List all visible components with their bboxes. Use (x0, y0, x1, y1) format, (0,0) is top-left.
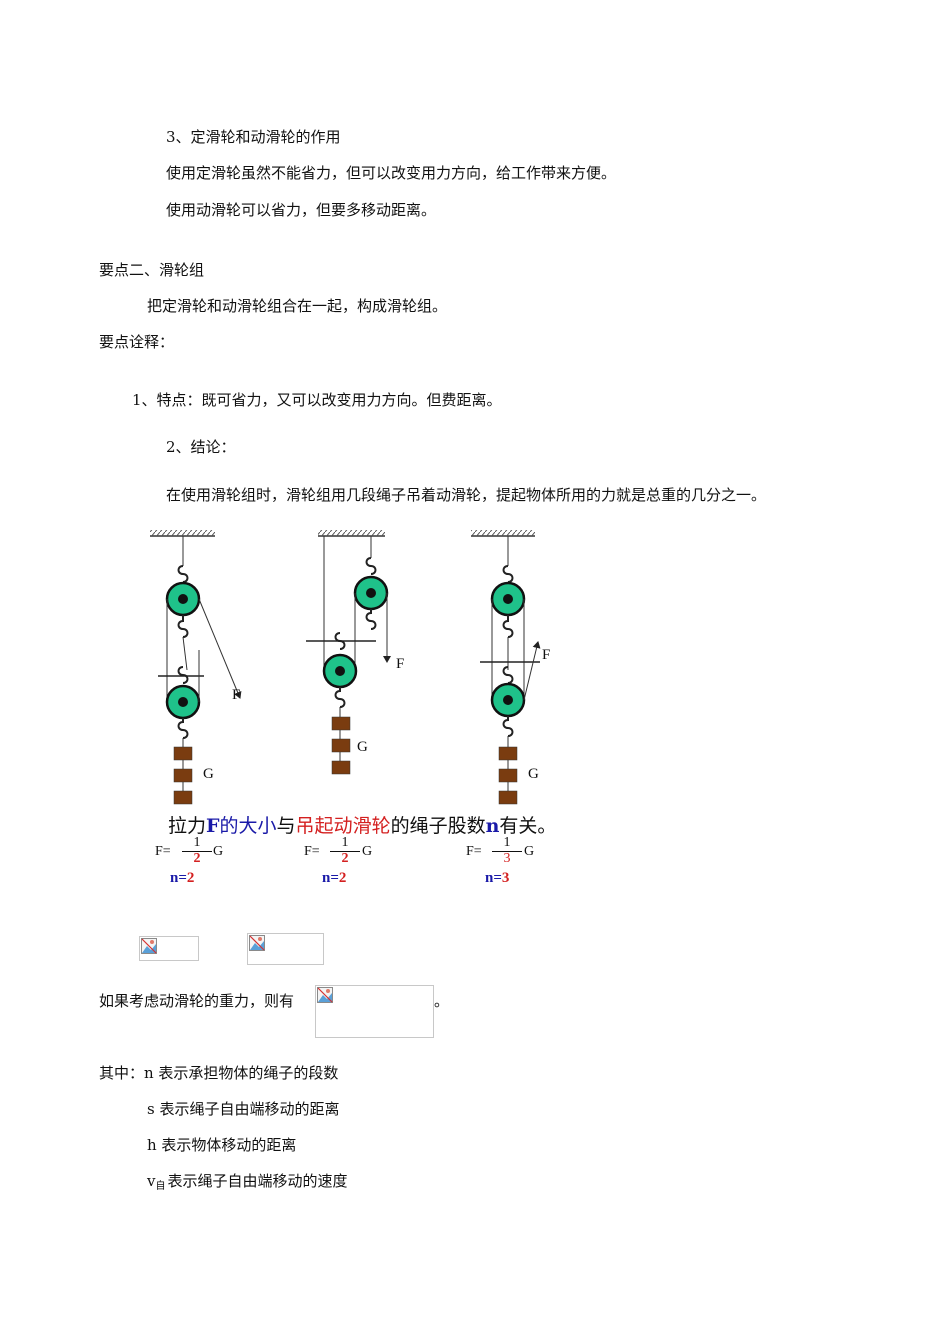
weight-block (498, 790, 518, 805)
pulley-diagrams: F G F G (150, 530, 550, 805)
pulley-block-intro: 把定滑轮和动滑轮组合在一起，构成滑轮组。 (147, 297, 448, 315)
weight-block (331, 760, 351, 775)
broken-image-icon (317, 987, 333, 1003)
point-features: 1、特点：既可省力，又可以改变用力方向。但费距离。 (132, 391, 502, 409)
section-heading-pulley-block: 要点二、滑轮组 (99, 261, 205, 279)
consider-weight-text: 如果考虑动滑轮的重力，则有 (99, 992, 295, 1010)
movable-pulley-text: 使用动滑轮可以省力，但要多移动距离。 (166, 201, 437, 219)
caption-part: 吊起 (295, 815, 334, 837)
pulley-diagram-3: F G (471, 530, 550, 805)
force-label: F (396, 656, 404, 672)
broken-image-icon (141, 938, 157, 954)
weight-label: G (203, 766, 214, 782)
definition-n: 其中：n 表示承担物体的绳子的段数 (99, 1064, 339, 1082)
caption-part: 与 (276, 815, 296, 837)
force-label: F (542, 647, 550, 663)
point-conclusion: 2、结论： (166, 438, 236, 456)
consider-weight-suffix: 。 (434, 992, 450, 1010)
broken-image-icon (249, 935, 265, 951)
caption-part: F (206, 815, 220, 837)
broken-image-placeholder (139, 936, 199, 961)
broken-image-placeholder (247, 933, 324, 965)
weight-label: G (528, 766, 539, 782)
explain-label: 要点诠释： (99, 333, 175, 351)
caption-part: 的大小 (219, 815, 277, 837)
weight-block (173, 746, 193, 761)
pulley-diagram-2: F G (306, 530, 404, 775)
weight-label: G (357, 739, 368, 755)
caption-part: 拉力 (168, 815, 207, 837)
pulley-diagram-1: F G (150, 530, 242, 805)
definition-v: v自表示绳子自由端移动的速度 (147, 1172, 348, 1192)
caption-part: 动滑轮 (333, 815, 391, 837)
weight-block (173, 790, 193, 805)
definition-s: s 表示绳子自由端移动的距离 (147, 1100, 340, 1118)
force-label: F (232, 687, 240, 703)
conclusion-text: 在使用滑轮组时，滑轮组用几段绳子吊着动滑轮，提起物体所用的力就是总重的几分之一。 (166, 486, 767, 504)
figure-caption: 拉力F的大小与吊起动滑轮的绳子股数n有关。 (168, 814, 556, 838)
broken-image-placeholder (315, 985, 434, 1038)
caption-part: n (485, 815, 500, 837)
weight-block (331, 738, 351, 753)
weight-block (498, 746, 518, 761)
caption-part: 的绳子股数 (390, 815, 486, 837)
fixed-pulley-text: 使用定滑轮虽然不能省力，但可以改变用力方向，给工作带来方便。 (166, 164, 617, 182)
definition-h: h 表示物体移动的距离 (147, 1136, 297, 1154)
weight-block (331, 716, 351, 731)
caption-part: 有关。 (499, 815, 557, 837)
weight-block (498, 768, 518, 783)
section-heading-pulley-roles: 3、定滑轮和动滑轮的作用 (166, 128, 341, 146)
weight-block (173, 768, 193, 783)
